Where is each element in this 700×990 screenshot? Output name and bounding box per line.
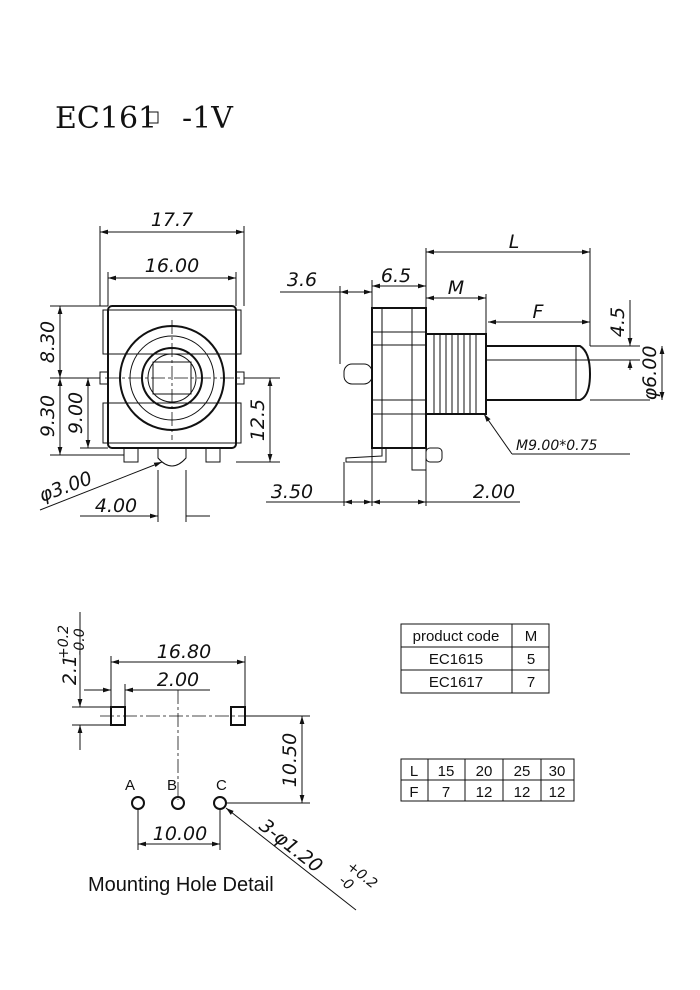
dim-side-L: L	[509, 231, 520, 253]
dim-side-d2: 6.5	[381, 265, 411, 287]
hole-b	[171, 796, 185, 810]
dim-width-outer: 17.7	[151, 209, 193, 231]
title-suffix: -1V	[182, 101, 234, 136]
dim-pin-dia: φ3.00	[36, 467, 95, 506]
length-table-cell: 20	[476, 763, 493, 780]
length-table-cell: 12	[549, 784, 566, 801]
dim-side-M: M	[448, 277, 464, 299]
pin-label-a: A	[125, 777, 135, 794]
dim-span: 16.80	[157, 641, 211, 663]
front-center-pin	[157, 448, 187, 467]
side-view: 3.6 6.5 L M F 4.5 φ6.00 M9.00*0.75 3.50	[266, 231, 665, 506]
title-part: EC161	[55, 101, 157, 136]
product-table-cell: EC1615	[429, 651, 483, 668]
side-mount-tab	[411, 447, 427, 471]
pin-label-b: B	[167, 777, 177, 794]
side-housing	[371, 307, 427, 449]
length-table: L 15 20 25 30 F 7 12 12 12	[400, 758, 575, 802]
dim-pin-offset: 4.00	[95, 495, 137, 517]
dim-width-inner: 16.00	[145, 255, 199, 277]
dim-height-right: 12.5	[247, 399, 269, 441]
length-table-cell: 30	[549, 763, 566, 780]
dim-holes: 3-φ1.20	[255, 815, 327, 878]
length-table-cell: 12	[514, 784, 531, 801]
dim-side-F: F	[533, 301, 545, 323]
side-shaft	[485, 345, 592, 401]
dim-height: 10.50	[279, 733, 301, 787]
length-table-cell: 7	[442, 784, 450, 801]
side-rear-stub	[343, 363, 373, 385]
mounting-caption: Mounting Hole Detail	[88, 874, 274, 896]
dim-thread: M9.00*0.75	[516, 438, 598, 454]
title-box	[146, 111, 159, 124]
front-pin-left	[123, 447, 139, 463]
side-terminal	[345, 448, 387, 463]
length-table-cell: F	[409, 784, 418, 801]
length-table-cell: 12	[476, 784, 493, 801]
product-table-cell: 5	[527, 651, 535, 668]
dim-height-mid2: 9.00	[65, 392, 87, 434]
dim-pin-span: 10.00	[153, 823, 207, 845]
dim-tab-tol-minus: -0.0	[72, 628, 88, 655]
dim-tab-tol-plus: +0.2	[56, 625, 72, 659]
length-table-cell: L	[410, 763, 418, 780]
side-bushing	[425, 333, 487, 415]
part-title: EC161 -1V	[55, 101, 234, 136]
dim-side-d1: 3.6	[287, 269, 317, 291]
dim-height-top: 8.30	[37, 321, 59, 363]
front-view: 17.7 16.00 8.30 9.30 9.00 12.5 φ3.00 4.0…	[36, 209, 280, 522]
side-mount-tab-end	[425, 447, 443, 463]
front-pin-right	[205, 447, 221, 463]
pin-label-c: C	[216, 777, 227, 794]
dim-side-d4: 2.00	[473, 481, 515, 503]
product-table-header-m: M	[525, 628, 538, 645]
dim-side-d3: 3.50	[271, 481, 313, 503]
dim-height-mid1: 9.30	[37, 395, 59, 437]
hole-a	[131, 796, 145, 810]
product-table-cell: EC1617	[429, 674, 483, 691]
dim-tab-width: 2.00	[157, 669, 199, 691]
length-table-cell: 25	[514, 763, 531, 780]
mounting-detail: A B C 2.1 +0.2 -0.0 16.80 2.00 10.50 10.…	[56, 612, 380, 911]
product-table: product code M EC1615 5 EC1617 7	[400, 623, 550, 694]
length-table-cell: 15	[438, 763, 455, 780]
product-table-cell: 7	[527, 674, 535, 691]
dim-side-shaft-dia: φ6.00	[639, 346, 661, 401]
thread-lines	[433, 334, 477, 414]
dim-side-flat: 4.5	[607, 307, 629, 337]
hole-c	[213, 796, 227, 810]
product-table-header-code: product code	[413, 628, 500, 645]
dim-tab-height: 2.1	[59, 655, 81, 685]
